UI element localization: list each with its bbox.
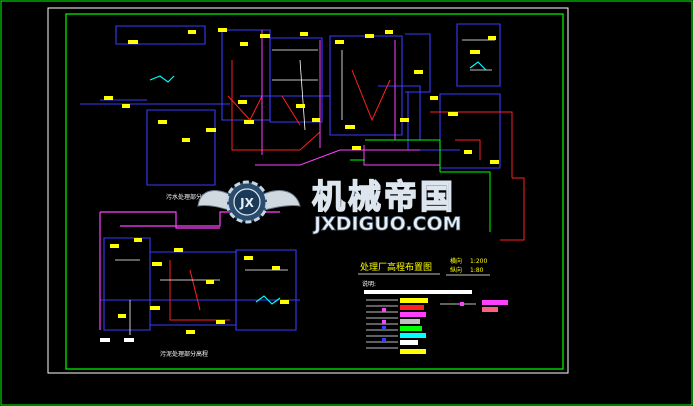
return-pipes <box>440 171 525 241</box>
watermark-brand-cn: 机械帝国 <box>312 177 456 216</box>
wastewater-profile: 污水处理部分高程 <box>80 23 513 201</box>
emblem-letters: JX <box>239 196 254 210</box>
label-sludge-profile: 污泥处理部分高程 <box>160 350 208 358</box>
legend-label: 说明: <box>362 280 376 288</box>
scale-horizontal-value: 1:200 <box>470 258 487 265</box>
title-block: 处理厂高程布置图 横向 1:200 纵向 1:80 说明: <box>358 257 490 294</box>
sludge-profile: 污泥处理部分高程 <box>99 211 300 358</box>
scale-horizontal-label: 横向 <box>450 257 462 265</box>
scale-vertical-value: 1:80 <box>470 267 484 274</box>
drawing-title: 处理厂高程布置图 <box>360 261 432 273</box>
outer-frame <box>47 7 569 374</box>
watermark-brand-en: JXDIGUO.COM <box>312 213 462 235</box>
label-wastewater-profile: 污水处理部分高程 <box>166 193 214 201</box>
legend <box>366 298 508 354</box>
inner-frame <box>65 13 564 370</box>
watermark-logo: JX <box>197 180 301 224</box>
scale-vertical-label: 纵向 <box>450 266 462 274</box>
